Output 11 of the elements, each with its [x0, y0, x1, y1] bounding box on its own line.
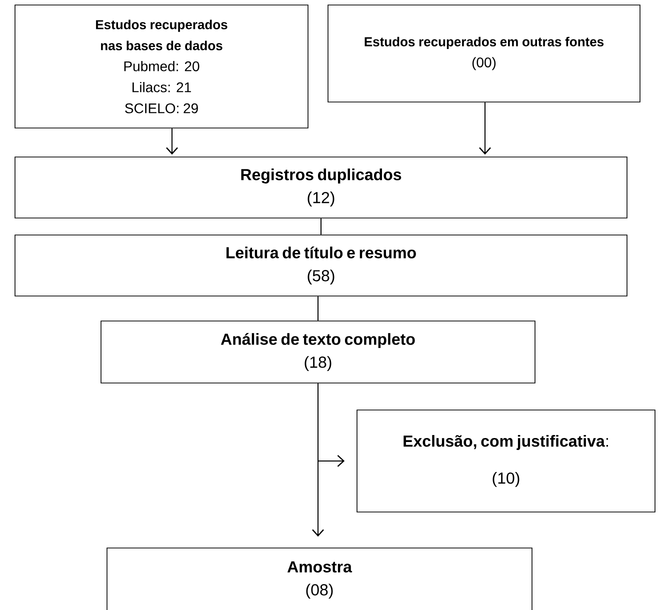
process-box: Amostra (08) — [106, 548, 532, 610]
arrow — [479, 102, 491, 155]
connector-line — [320, 218, 322, 236]
process-box: Estudos recuperados em outras fontes (00) — [328, 4, 640, 102]
process-box: Exclusão, com justificativa: (10) — [356, 410, 656, 512]
process-box: Análise de texto completo (18) — [100, 320, 536, 384]
arrow — [312, 382, 324, 537]
arrow — [166, 128, 178, 155]
process-box: Estudos recuperados nas bases de dados Pubmed: 20 Lilacs: 21 SCIELO: 29 — [14, 4, 308, 128]
process-box: Leitura de título e resumo (58) — [14, 234, 628, 296]
process-box: Registros duplicados (12) — [14, 156, 628, 218]
